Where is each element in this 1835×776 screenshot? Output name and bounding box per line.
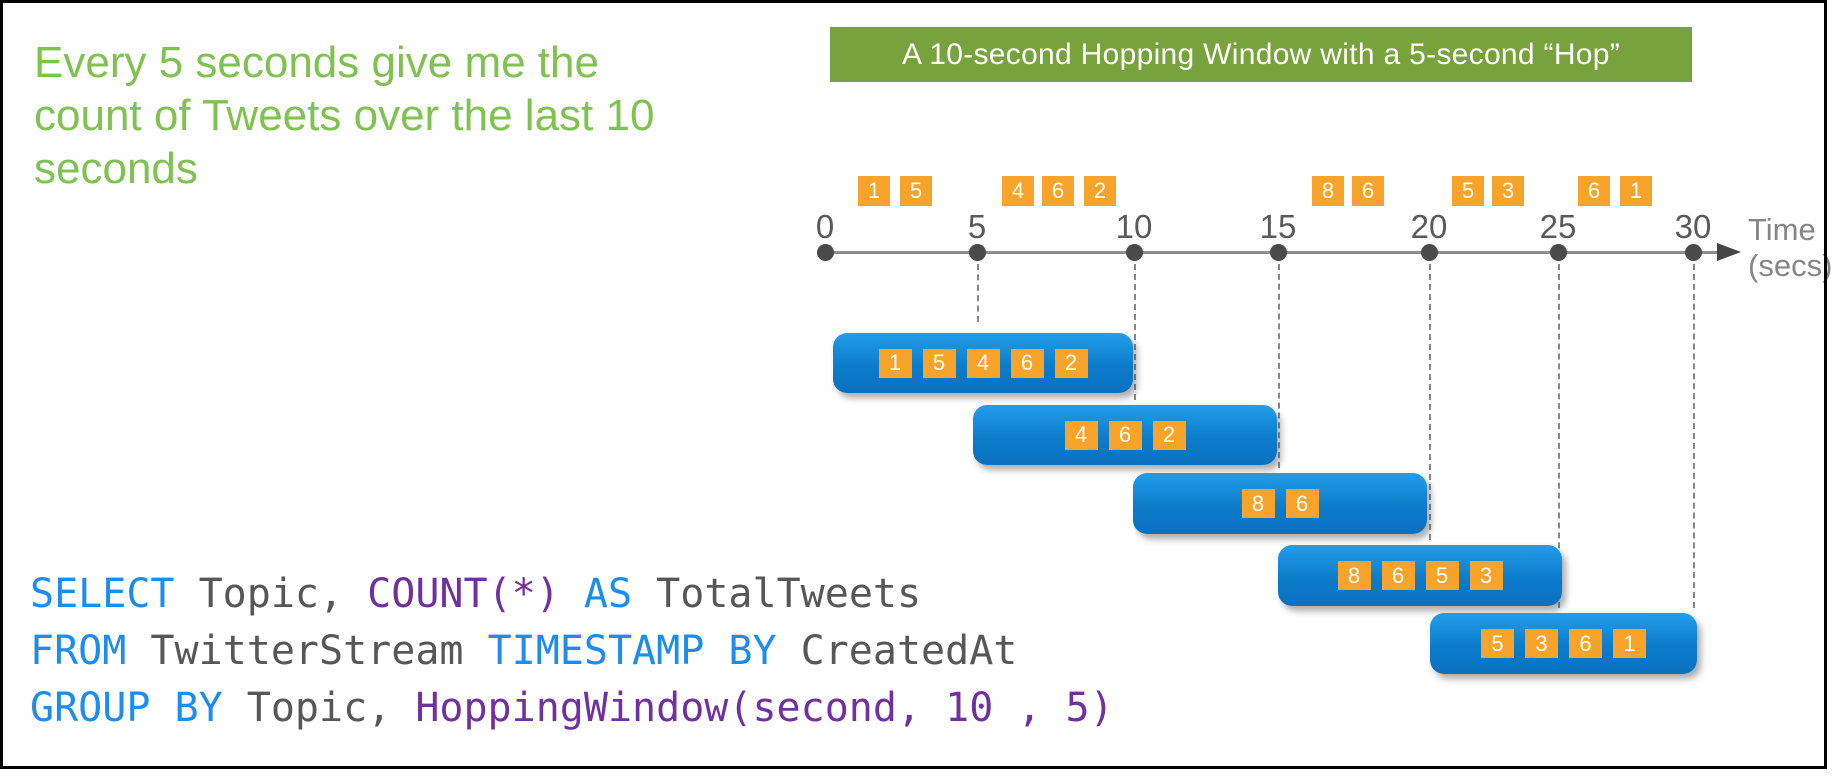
headline-line: count of Tweets over the last 10 [34, 91, 655, 140]
window-event-marker: 5 [1425, 561, 1459, 590]
window-event-marker: 6 [1108, 420, 1142, 450]
sql-token-function: COUNT(*) [367, 571, 560, 617]
axis-unit-label-time: Time [1748, 212, 1816, 247]
timeline-dot [1421, 244, 1438, 261]
hop-boundary-dash [977, 264, 979, 322]
sql-token-plain: TwitterStream [126, 628, 488, 674]
window-event-marker: 6 [1010, 348, 1044, 378]
window-event-marker: 5 [1481, 629, 1514, 658]
window-event-marker: 1 [1613, 629, 1646, 658]
tick-label-10: 10 [1115, 208, 1153, 245]
timeline-dot [1685, 244, 1702, 261]
hop-boundary-dash [1693, 264, 1695, 608]
window-event-marker: 5 [922, 348, 956, 378]
hop-boundary-dash [1278, 264, 1280, 468]
window-event-marker: 3 [1525, 629, 1558, 658]
event-marker: 6 [1352, 176, 1384, 206]
sql-code-line: SELECT Topic, COUNT(*) AS TotalTweets [30, 566, 1114, 623]
sql-token-plain: TotalTweets [632, 571, 922, 617]
timeline-dot [1270, 244, 1287, 261]
event-marker: 2 [1084, 176, 1116, 206]
window-event-marker: 4 [1064, 420, 1098, 450]
window-event-marker: 8 [1337, 561, 1371, 590]
banner-title: A 10-second Hopping Window with a 5-seco… [830, 27, 1692, 82]
sql-token-plain [560, 571, 584, 617]
event-marker: 4 [1002, 176, 1034, 206]
event-marker: 5 [900, 176, 932, 206]
timeline-dot [1126, 244, 1143, 261]
sql-code-line: FROM TwitterStream TIMESTAMP BY CreatedA… [30, 623, 1114, 680]
window-event-marker: 6 [1381, 561, 1415, 590]
timeline-arrow-icon [1717, 243, 1741, 261]
hop-boundary-dash [1429, 264, 1431, 540]
sql-token-function: HoppingWindow(second, 10 , 5) [415, 685, 1114, 731]
timeline-dot [817, 244, 834, 261]
axis-unit-label-secs: (secs) [1748, 248, 1833, 283]
window-event-marker: 6 [1285, 489, 1319, 518]
event-marker: 6 [1578, 176, 1610, 206]
timeline-dot [969, 244, 986, 261]
event-marker: 1 [858, 176, 890, 206]
sql-token-keyword: GROUP BY [30, 685, 223, 731]
hop-boundary-dash [1558, 264, 1560, 608]
sql-token-keyword: FROM [30, 628, 127, 674]
sql-code-line: GROUP BY Topic, HoppingWindow(second, 10… [30, 680, 1114, 737]
sql-token-plain: Topic, [222, 685, 416, 731]
window-event-marker: 2 [1054, 348, 1088, 378]
axis-unit-label: Time (secs) [1748, 212, 1832, 284]
window-event-marker: 4 [966, 348, 1000, 378]
tick-label-5: 5 [967, 208, 987, 245]
tick-label-25: 25 [1539, 208, 1577, 245]
window-event-marker: 8 [1241, 489, 1275, 518]
sql-token-plain: CreatedAt [776, 628, 1018, 674]
window-event-marker: 1 [878, 348, 912, 378]
timeline-dot [1550, 244, 1567, 261]
sql-token-keyword: TIMESTAMP BY [487, 628, 777, 674]
event-marker: 6 [1042, 176, 1074, 206]
hop-boundary-dash [1134, 264, 1136, 400]
tick-label-0: 0 [815, 208, 835, 245]
event-marker: 8 [1312, 176, 1344, 206]
window-event-marker: 6 [1569, 629, 1602, 658]
window-event-marker: 2 [1152, 420, 1186, 450]
sql-token-keyword: AS [583, 571, 633, 617]
tick-label-15: 15 [1259, 208, 1297, 245]
headline-line: Every 5 seconds give me the [34, 38, 599, 87]
event-marker: 5 [1452, 176, 1484, 206]
tick-label-20: 20 [1410, 208, 1448, 245]
sql-token-plain: Topic, [174, 571, 368, 617]
sql-token-keyword: SELECT [30, 571, 175, 617]
event-marker: 3 [1492, 176, 1524, 206]
event-marker: 1 [1620, 176, 1652, 206]
tick-label-30: 30 [1674, 208, 1712, 245]
window-event-marker: 3 [1469, 561, 1503, 590]
headline-line: seconds [34, 144, 198, 193]
